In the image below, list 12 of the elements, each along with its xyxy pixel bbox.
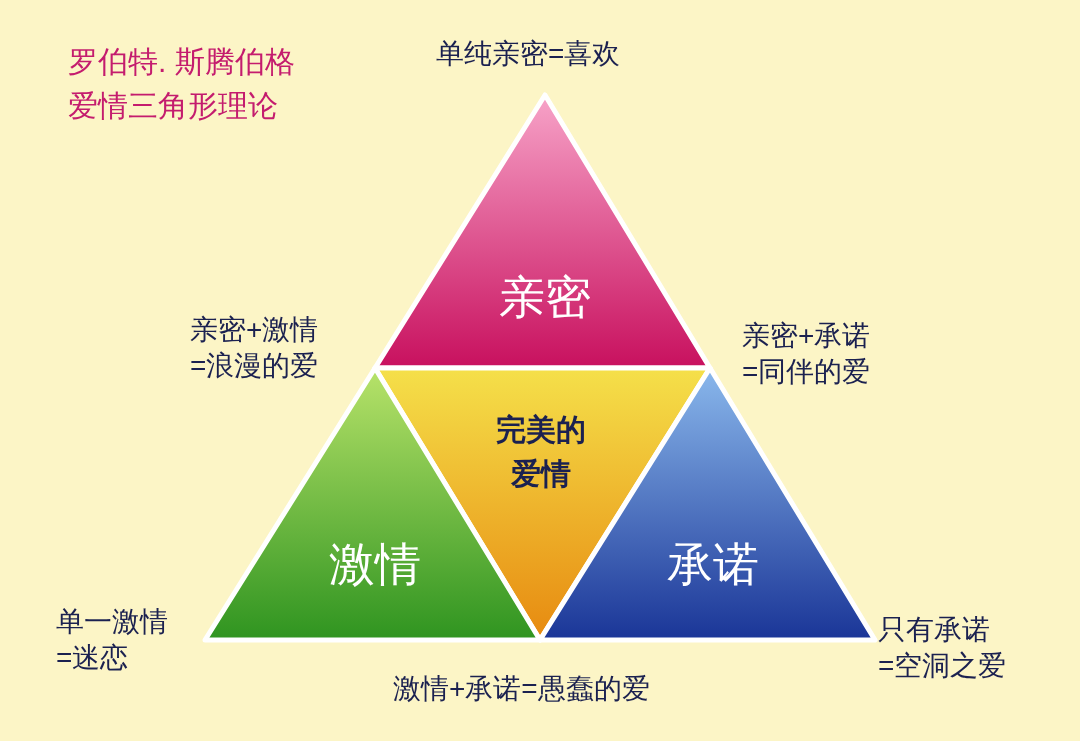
triangle-panel [375,95,710,368]
triangle-label: 激情 [328,537,422,592]
title: 罗伯特. 斯腾伯格爱情三角形理论 [68,44,296,124]
annotation-text: 只有承诺=空洞之爱 [878,613,1007,684]
triangle-label: 亲密 [498,270,592,325]
annotation-text: 亲密+承诺=同伴的爱 [742,319,871,390]
annotation-text: 单一激情=迷恋 [56,605,168,676]
annotation-text: 激情+承诺=愚蠢的爱 [393,672,650,706]
triangle-label: 完美的爱情 [495,412,587,492]
triangle-label: 承诺 [666,537,760,592]
annotation-text: 单纯亲密=喜欢 [436,37,621,71]
annotation-text: 亲密+激情=浪漫的爱 [190,313,319,384]
